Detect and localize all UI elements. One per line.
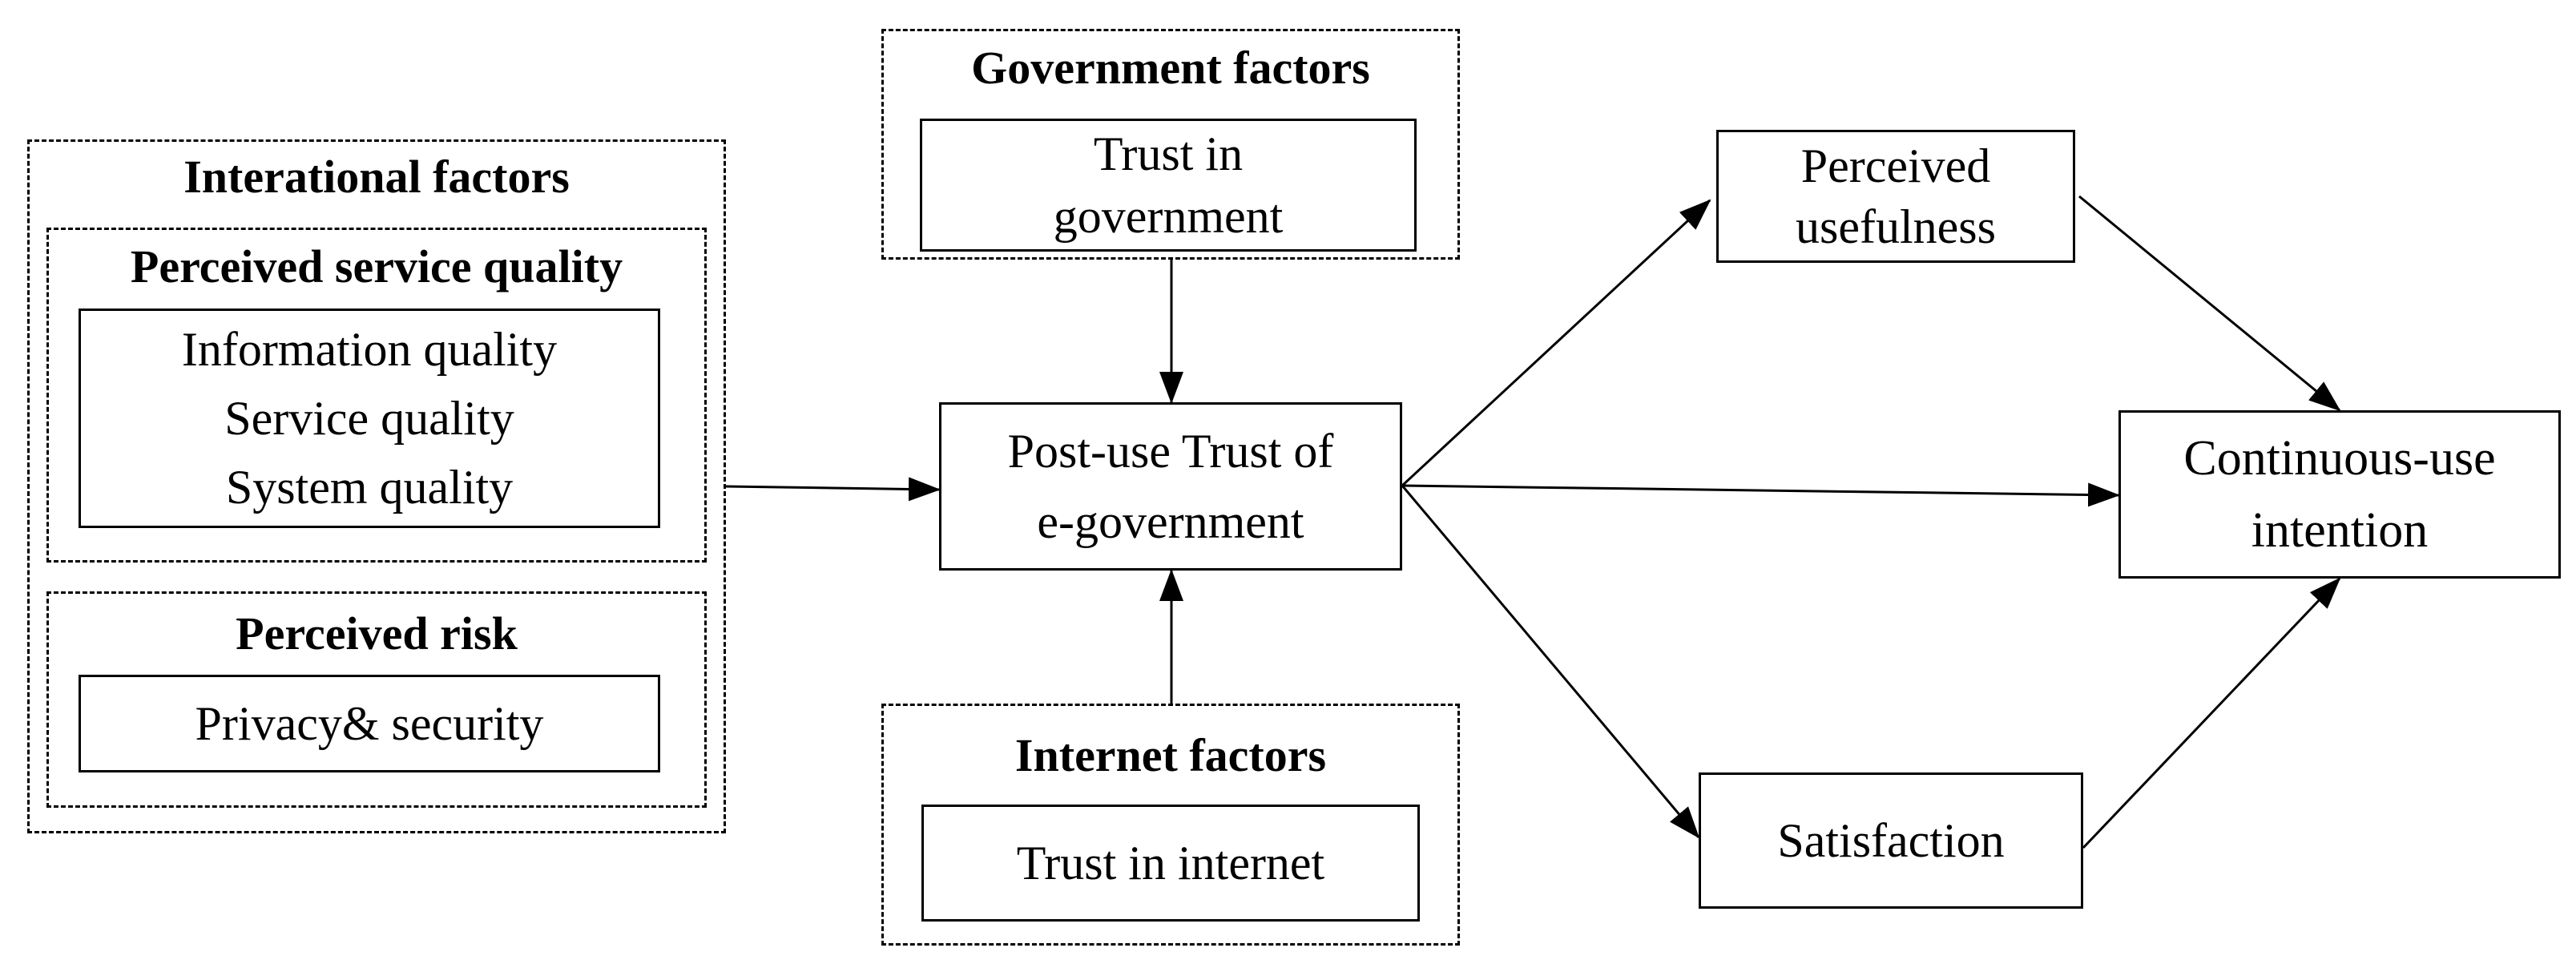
service-quality-label: Service quality <box>224 392 514 445</box>
trust-in-government-line-1: Trust in <box>1093 127 1244 180</box>
trust-in-government-line-2: government <box>1053 190 1284 243</box>
edge-trust-to-satisfaction <box>1401 485 1700 839</box>
system-quality-label: System quality <box>225 461 514 514</box>
perceived-service-quality-title: Perceived service quality <box>130 240 623 292</box>
edge-usefulness-to-continuous <box>2078 195 2341 412</box>
post-use-trust-node: Post-use Trust of e-government <box>939 402 1402 571</box>
edge-trust-to-continuous <box>1401 482 2120 507</box>
trust-in-internet-box: Trust in internet <box>921 805 1420 922</box>
perceived-usefulness-line-1: Perceived <box>1800 139 1991 192</box>
edge-trust-to-usefulness <box>1401 199 1711 487</box>
interational-factors-title: Interational factors <box>183 151 570 203</box>
satisfaction-node: Satisfaction <box>1699 772 2083 909</box>
continuous-use-intention-node: Continuous-use intention <box>2118 410 2561 579</box>
internet-factors-title: Internet factors <box>1014 729 1327 781</box>
service-quality-items-box: Information quality Service quality Syst… <box>79 309 660 528</box>
continuous-use-line-1: Continuous-use <box>2183 431 2496 486</box>
government-factors-title: Government factors <box>971 42 1370 94</box>
post-use-trust-line-1: Post-use Trust of <box>1007 425 1334 478</box>
trust-in-government-box: Trust in government <box>920 119 1417 252</box>
post-use-trust-line-2: e-government <box>1037 495 1304 548</box>
continuous-use-line-2: intention <box>2251 503 2429 558</box>
perceived-usefulness-node: Perceived usefulness <box>1716 130 2075 263</box>
perceived-usefulness-line-2: usefulness <box>1796 200 1996 253</box>
edge-interational-to-trust <box>725 477 941 502</box>
trust-in-internet-label: Trust in internet <box>1016 837 1325 889</box>
edge-satisfaction-to-continuous <box>2082 577 2341 849</box>
privacy-security-label: Privacy& security <box>195 697 544 750</box>
privacy-security-box: Privacy& security <box>79 675 660 772</box>
perceived-risk-title: Perceived risk <box>236 607 518 659</box>
satisfaction-label: Satisfaction <box>1777 814 2005 867</box>
information-quality-label: Information quality <box>181 323 558 376</box>
